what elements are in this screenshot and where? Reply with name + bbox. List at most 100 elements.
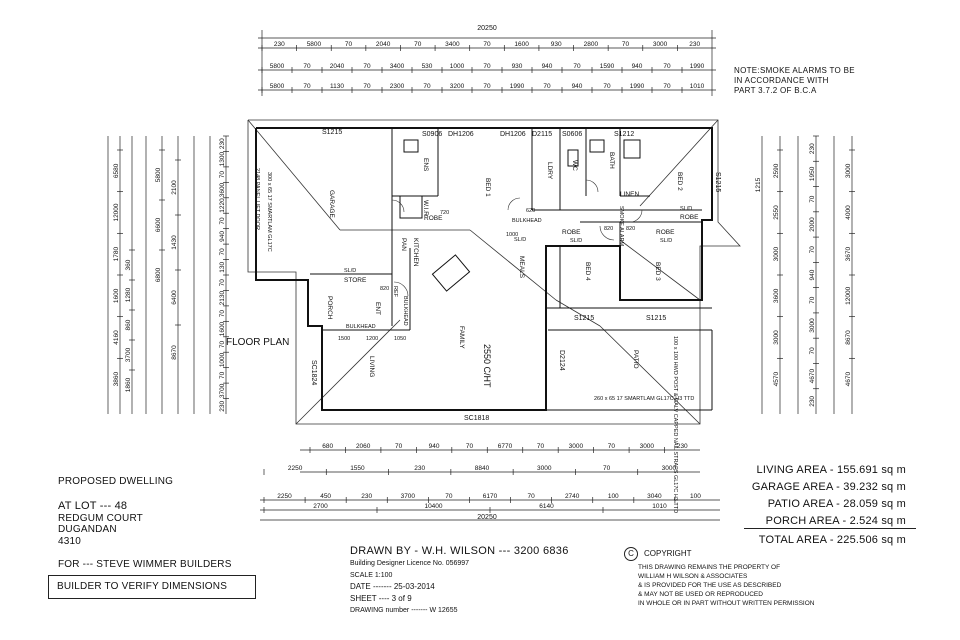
dimension-value: 70 <box>219 310 226 318</box>
smoke-alarm-note: NOTE:SMOKE ALARMS TO BE IN ACCORDANCE WI… <box>734 66 855 96</box>
dimension-value: 70 <box>622 41 630 48</box>
window-dh1206-b: DH1206 <box>500 131 526 138</box>
dim-1200: 1200 <box>366 336 378 342</box>
dimension-value: 70 <box>527 493 535 500</box>
dimension-value: 2000 <box>809 217 816 232</box>
dimension-value: 70 <box>608 443 616 450</box>
dimension-value: 930 <box>512 63 523 70</box>
area-schedule: LIVING AREA - 155.691 sq m GARAGE AREA -… <box>752 462 906 530</box>
dimension-value: 8840 <box>475 465 490 472</box>
dimension-value: 70 <box>663 63 671 70</box>
dimension-value: 1600 <box>219 321 226 336</box>
dimension-value: 450 <box>320 493 331 500</box>
dimension-value: 6400 <box>171 290 178 305</box>
dimension-value: 70 <box>603 465 611 472</box>
room-ens: ENS <box>422 158 429 172</box>
dimension-value: 3000 <box>537 465 552 472</box>
annotation-labels: 2148 PANEL LIFT DOOR 300 x 65 17 SMARTLA… <box>254 168 694 513</box>
dimension-value: 3040 <box>647 493 662 500</box>
room-kitchen: KITCHEN <box>412 238 419 267</box>
dimension-value: 3000 <box>773 247 780 262</box>
dimension-value: 70 <box>395 443 403 450</box>
dimension-value: 230 <box>414 465 425 472</box>
dimension-value: 6170 <box>483 493 498 500</box>
window-s0906: S0906 <box>422 131 442 138</box>
window-s1215-c: S1215 <box>574 315 594 322</box>
window-s1215-d: S1215 <box>646 315 666 322</box>
dimension-value: 1300 <box>219 152 226 167</box>
dimension-value: 8670 <box>845 330 852 345</box>
dimension-value: 70 <box>219 171 226 179</box>
project-title: PROPOSED DWELLING <box>58 476 174 487</box>
dimension-value: 3860 <box>113 372 120 387</box>
internal-walls <box>310 128 713 411</box>
door-820-a: 820 <box>604 226 613 232</box>
room-meals: MEALS <box>518 256 525 279</box>
dimension-value: 1220 <box>219 198 226 213</box>
dimension-value: 230 <box>361 493 372 500</box>
room-ent: ENT <box>374 302 381 315</box>
dimension-value: 940 <box>572 83 583 90</box>
dimension-value: 2250 <box>288 465 303 472</box>
window-labels: S1215 S0906 DH1206 DH1206 D2115 S0606 S1… <box>310 129 721 422</box>
street-name: REDGUM COURT <box>58 513 143 524</box>
dimension-value: 2550 <box>773 205 780 220</box>
dimension-value: 1990 <box>510 83 525 90</box>
window-sc1818: SC1818 <box>464 415 489 422</box>
dimension-value: 360 <box>125 259 132 270</box>
verify-box: BUILDER TO VERIFY DIMENSIONS <box>48 575 256 599</box>
dimension-value: 230 <box>219 138 226 149</box>
drawing-number: DRAWING number ------- W 12655 <box>350 607 458 614</box>
dimension-value: 2040 <box>330 63 345 70</box>
dimension-value: 3700 <box>401 493 416 500</box>
garage-lintel-label: 300 x 65 17 SMARTLAM GL17C <box>266 172 272 252</box>
dimension-value: 70 <box>466 443 474 450</box>
dimension-value: 2740 <box>565 493 580 500</box>
dimension-value: 3000 <box>569 443 584 450</box>
dimension-value: 1590 <box>600 63 615 70</box>
dimension-value: 1990 <box>690 63 705 70</box>
dimension-value: 70 <box>809 195 816 203</box>
room-bed2: BED 2 <box>676 172 683 191</box>
dim-1050: 1050 <box>394 336 406 342</box>
room-bath: BATH <box>608 152 615 169</box>
area-total: TOTAL AREA - 225.506 sq m <box>758 534 906 546</box>
room-wc: WC <box>571 160 578 171</box>
dimension-value: 860 <box>125 319 132 330</box>
dimension-value: 1280 <box>125 287 132 302</box>
room-bed4: BED 4 <box>584 262 591 281</box>
dimension-value: 230 <box>809 143 816 154</box>
room-bed1: BED 1 <box>484 178 491 197</box>
dimension-value: 940 <box>542 63 553 70</box>
area-divider <box>744 528 916 529</box>
dimension-value: 130 <box>219 261 226 272</box>
dimension-value: 6770 <box>498 443 513 450</box>
dimension-value: 70 <box>423 83 431 90</box>
drawing-date: DATE ------- 25-03-2014 <box>350 582 435 591</box>
dimension-value: 70 <box>537 443 545 450</box>
bulkhead-b: BULKHEAD <box>346 324 376 330</box>
dimension-value: 230 <box>689 41 700 48</box>
dimension-value: 2130 <box>219 291 226 306</box>
dimension-value: 3700 <box>125 347 132 362</box>
dimension-value: 4670 <box>845 372 852 387</box>
dimension-value: 8670 <box>171 345 178 360</box>
dimension-value: 12000 <box>113 203 120 221</box>
sld-a: SL/D <box>344 268 356 274</box>
dim-1000: 1000 <box>506 232 518 238</box>
room-bed3: BED 3 <box>654 262 661 281</box>
room-patio: PATIO <box>632 350 639 369</box>
door-820-b: 820 <box>626 226 635 232</box>
dimension-value: 930 <box>551 41 562 48</box>
dim-1500: 1500 <box>338 336 350 342</box>
bulkhead-c: BULKHEAD <box>402 296 408 326</box>
room-robe-d: ROBE <box>656 229 675 236</box>
dimension-value: 70 <box>219 371 226 379</box>
dimension-value: 3670 <box>845 247 852 262</box>
ref-label: REF <box>392 286 398 298</box>
room-living: LIVING <box>368 356 375 377</box>
room-garage: GARAGE <box>328 190 335 218</box>
dimension-value: 2300 <box>390 83 405 90</box>
dimension-value: 6800 <box>155 267 162 282</box>
